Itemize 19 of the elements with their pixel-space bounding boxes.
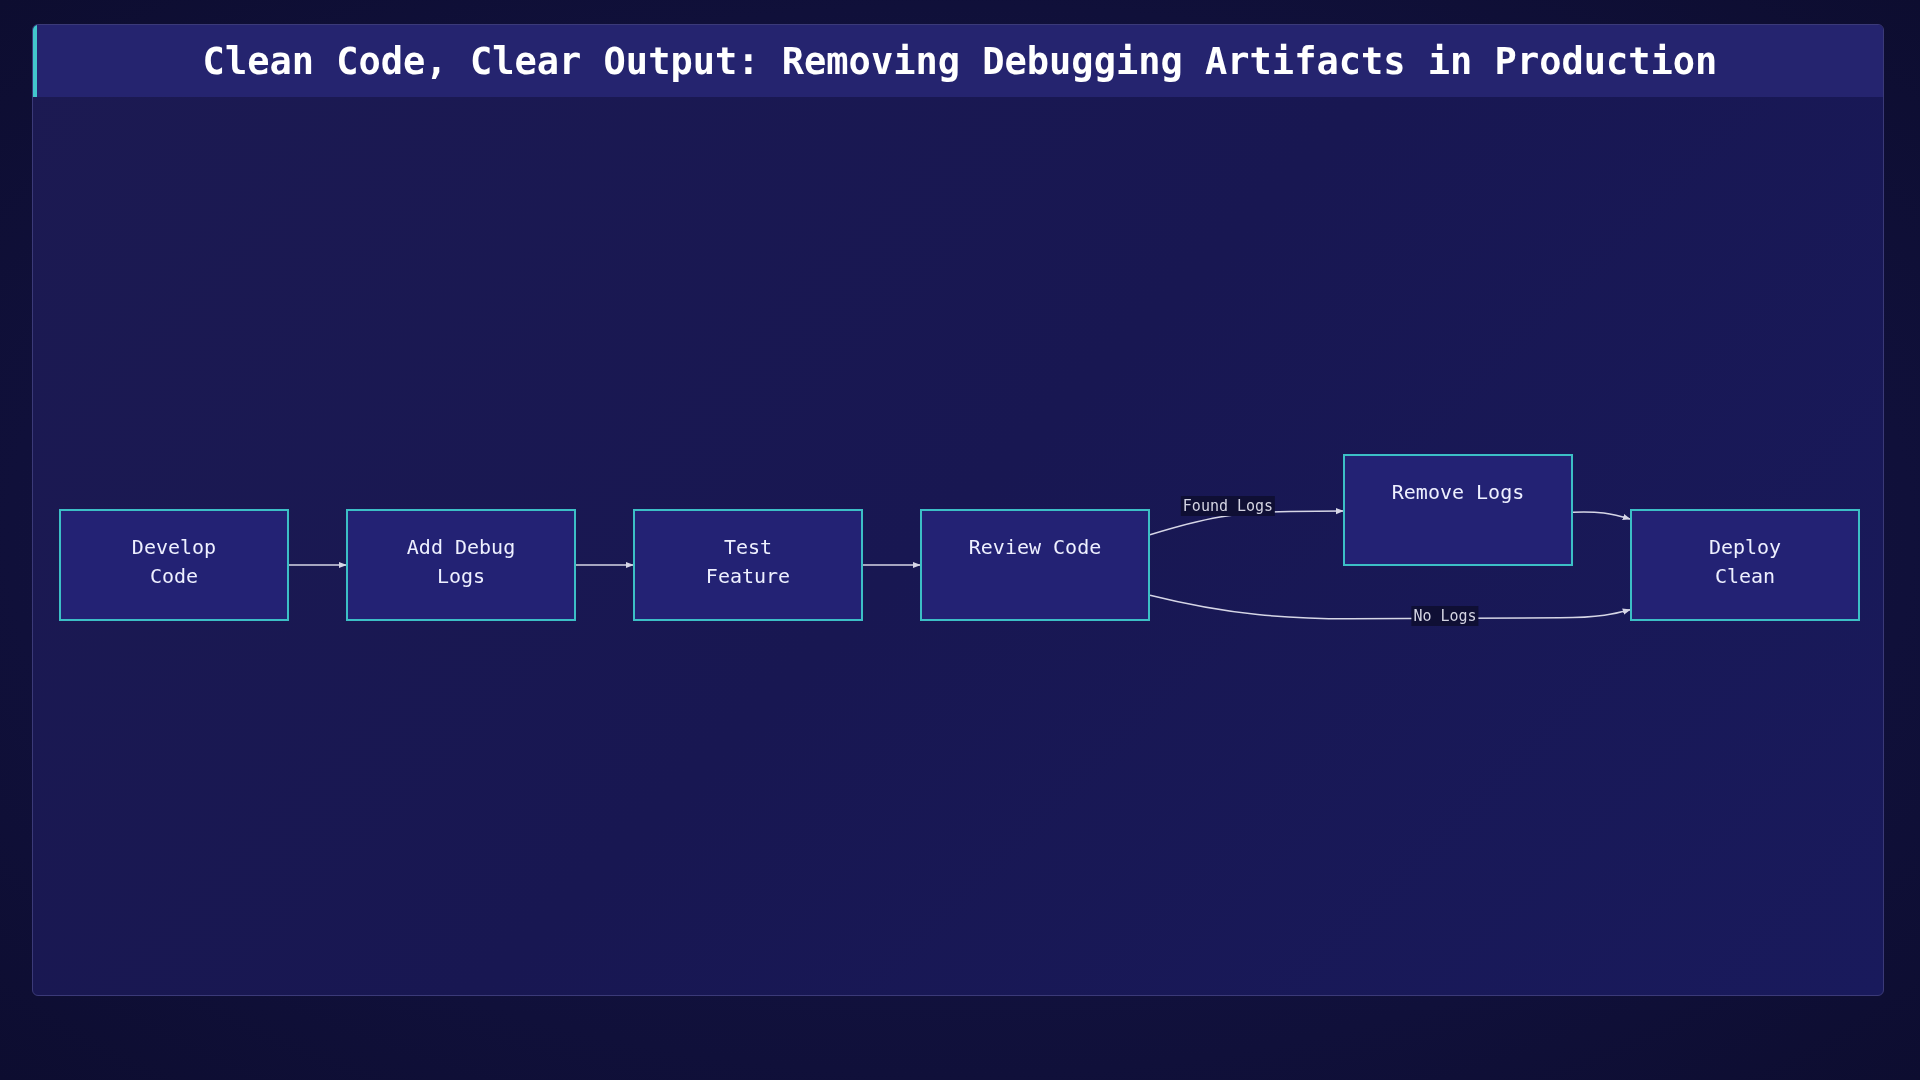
- node-label: Test Feature: [704, 534, 792, 590]
- diagram-title: Clean Code, Clear Output: Removing Debugging Artifacts in Production: [202, 39, 1718, 83]
- node-label: Develop Code: [130, 534, 218, 590]
- node-label: Remove Logs: [1391, 479, 1525, 506]
- node-label: Deploy Clean: [1707, 534, 1783, 590]
- process-box: [1630, 509, 1860, 621]
- arrow: [1572, 511, 1631, 521]
- edge-label: No Logs: [1411, 606, 1479, 626]
- node-label: Review Code: [968, 534, 1102, 561]
- process-box: [346, 509, 576, 621]
- process-box: [1343, 454, 1573, 566]
- node-label: Add Debug Logs: [405, 534, 517, 590]
- arrow: [288, 561, 347, 569]
- process-box: [633, 509, 863, 621]
- process-box: [920, 509, 1150, 621]
- arrow: [862, 561, 921, 569]
- arrow: [575, 561, 634, 569]
- process-box: [59, 509, 289, 621]
- edge-label: Found Logs: [1180, 496, 1276, 516]
